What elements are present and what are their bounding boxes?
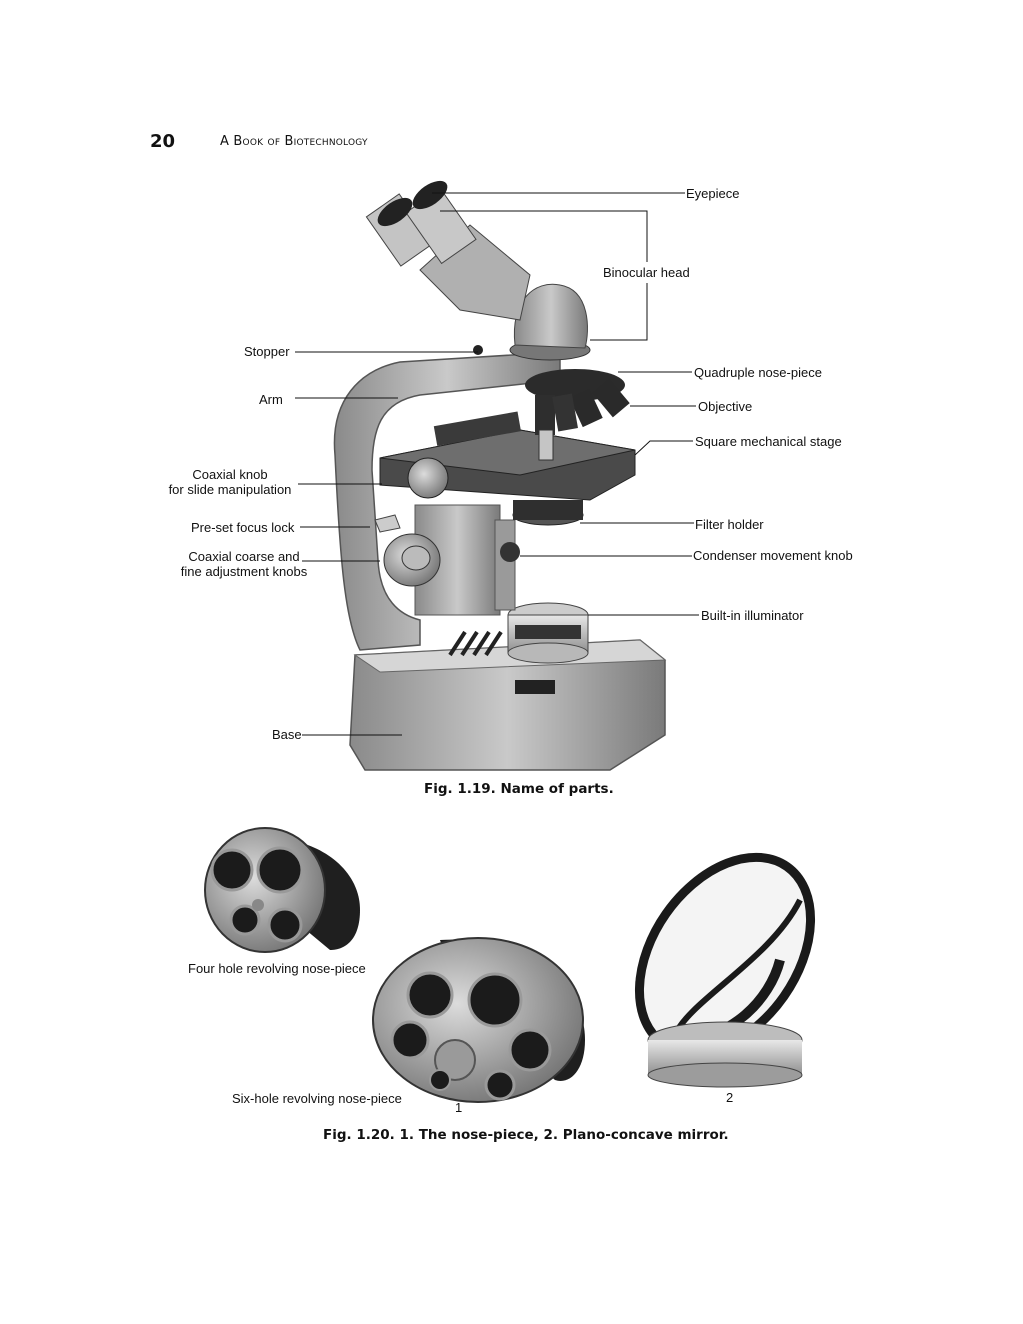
label-eyepiece: Eyepiece xyxy=(686,186,740,201)
figure-119-caption: Fig. 1.19. Name of parts. xyxy=(424,781,614,797)
label-item-1: 1 xyxy=(455,1100,463,1115)
four-hole-nosepiece-illustration xyxy=(204,827,360,953)
page-number: 20 xyxy=(150,131,176,152)
label-condenser-movement-knob: Condenser movement knob xyxy=(693,548,853,563)
label-six-hole-nosepiece: Six-hole revolving nose-piece xyxy=(232,1091,402,1106)
label-coaxial-coarse-line2: fine adjustment knobs xyxy=(180,564,308,579)
microscope-illustration xyxy=(333,180,667,771)
label-stopper: Stopper xyxy=(244,344,290,359)
label-quadruple-nose-piece: Quadruple nose-piece xyxy=(694,365,822,380)
label-base: Base xyxy=(272,727,302,742)
label-filter-holder: Filter holder xyxy=(695,517,764,532)
label-item-2: 2 xyxy=(726,1090,734,1105)
label-four-hole-nosepiece: Four hole revolving nose-piece xyxy=(188,961,366,976)
label-square-mechanical-stage: Square mechanical stage xyxy=(695,434,842,449)
label-coaxial-coarse-line1: Coaxial coarse and xyxy=(188,549,300,564)
label-coaxial-knob-line1: Coaxial knob xyxy=(192,467,268,482)
leader-lines xyxy=(295,192,699,736)
label-objective: Objective xyxy=(698,399,753,414)
six-hole-nosepiece-illustration xyxy=(372,937,585,1103)
running-title: A Book of Biotechnology xyxy=(220,134,368,149)
mirror-illustration xyxy=(634,852,816,1088)
label-arm: Arm xyxy=(259,392,283,407)
label-built-in-illuminator: Built-in illuminator xyxy=(701,608,804,623)
label-coaxial-knob-line2: for slide manipulation xyxy=(168,482,292,497)
label-preset-focus-lock: Pre-set focus lock xyxy=(191,520,295,535)
label-binocular-head: Binocular head xyxy=(603,265,690,280)
figure-120-caption: Fig. 1.20. 1. The nose-piece, 2. Plano-c… xyxy=(323,1127,729,1143)
